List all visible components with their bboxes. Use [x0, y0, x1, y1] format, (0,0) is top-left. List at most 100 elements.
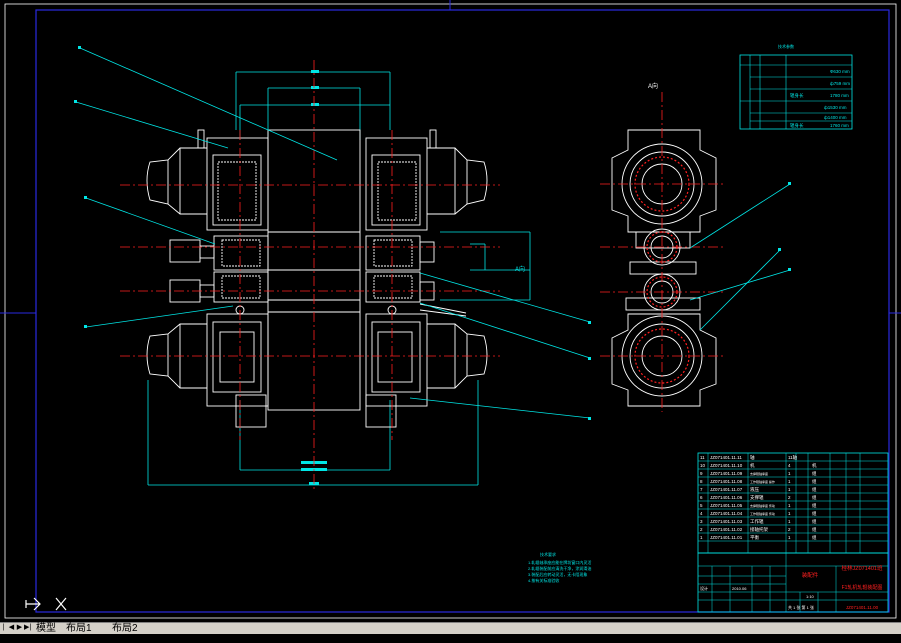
dim-mark-top-3: [311, 103, 319, 106]
school-name: 桂林JZ071401班: [842, 564, 883, 572]
bom-row-material: 组: [812, 494, 817, 500]
part-type: 装配件: [802, 571, 819, 579]
bom-table: 11 JZ071401.11.11 轴 11轴 10 JZ071401.11.1…: [697, 452, 889, 554]
tab-navigation: |◀ ◀ ▶ ▶|: [0, 623, 34, 641]
tech-table-title: 技术参数: [778, 43, 794, 49]
bom-row-qty: 1: [788, 519, 791, 524]
technical-notes: 技术要求 1.轧辊轴承座应能在牌坊窗口内灵活 2.轧辊装配前应清洗干净，涂润滑油…: [528, 551, 591, 583]
bom-row-qty: 2: [788, 527, 791, 532]
bom-row-code: JZ071401.11.11: [710, 455, 742, 460]
bom-row-no: 1: [700, 535, 703, 540]
bom-row-code: JZ071401.11.06: [710, 495, 743, 500]
cad-drawing[interactable]: A向: [0, 0, 901, 622]
bom-row-name: 液压: [750, 486, 759, 493]
drawing-canvas[interactable]: A向: [0, 0, 901, 622]
first-tab-icon[interactable]: |◀: [0, 624, 7, 641]
bom-row-material: 组: [812, 526, 817, 532]
bom-row-no: 11: [700, 455, 705, 460]
view-direction-label: A向: [515, 265, 525, 273]
bom-row-code: JZ071401.11.10: [710, 463, 743, 468]
prev-tab-icon[interactable]: ◀: [8, 624, 15, 631]
bom-row-no: 6: [700, 495, 703, 500]
bom-row-name: 接轴托架: [750, 526, 768, 533]
tech-row-3-value: 1780 mm: [830, 93, 849, 98]
scale: 1:10: [806, 594, 815, 599]
bom-row-no: 10: [700, 463, 706, 468]
bom-row-name: 支撑辊: [750, 494, 764, 501]
tab-model[interactable]: 模型: [36, 623, 56, 634]
ucs-icon: [25, 597, 67, 611]
bom-row-name: 轴: [750, 454, 755, 461]
bom-row-qty: 1: [788, 511, 791, 516]
bom-row-qty: 1: [788, 471, 791, 476]
bom-row-material: 组: [812, 486, 817, 492]
bom-row-name: 支撑辊轴承座: [750, 471, 768, 476]
tech-row-6-value: 1760 mm: [830, 123, 849, 128]
bom-row-code: JZ071401.11.09: [710, 471, 743, 476]
bom-row-material: 组: [812, 534, 817, 540]
tech-row-1-value: Ф630 mm: [830, 69, 850, 74]
bom-row-no: 3: [700, 519, 703, 524]
tab-layout2[interactable]: 布局2: [112, 623, 138, 634]
bom-row-name: 平衡: [750, 534, 759, 541]
notes-line-4: 4.按有关标准验收: [528, 577, 559, 583]
bom-row-code: JZ071401.11.03: [710, 519, 743, 524]
bom-row-name: 支撑辊轴承座 传动: [750, 503, 775, 508]
bom-row-material: 组: [812, 502, 817, 508]
tech-row-3-name: 辊身长: [790, 92, 804, 99]
title-block: 装配件 桂林JZ071401班 F1轧机轧辊装配图 JZ071401.11.00…: [697, 552, 889, 613]
bom-row-qty: 1: [788, 487, 791, 492]
drawing-name: F1轧机轧辊装配图: [842, 584, 883, 591]
notes-line-2: 2.轧辊装配前应清洗干净，涂润滑油: [528, 565, 591, 571]
sheet-count: 共 1 张 第 1 张: [788, 604, 814, 610]
bom-row-name: 工作辊轴承座 操作: [750, 479, 775, 484]
dim-mark-top-2: [311, 86, 319, 89]
notes-line-1: 1.轧辊轴承座应能在牌坊窗口内灵活: [528, 559, 591, 565]
designer: 设计: [700, 585, 708, 591]
bom-row-code: JZ071401.11.02: [710, 527, 743, 532]
tab-layout1[interactable]: 布局1: [66, 623, 92, 634]
drawing-number: JZ071401.11.00: [846, 605, 879, 610]
dim-mark-top: [311, 70, 319, 73]
bom-row-no: 2: [700, 527, 703, 532]
bom-row-code: JZ071401.11.07: [710, 487, 743, 492]
bom-row-material: 组: [812, 478, 817, 484]
bom-row-no: 9: [700, 471, 703, 476]
side-view: A向: [600, 82, 791, 412]
bom-row-name: 工作辊: [750, 518, 764, 525]
bom-row-material: 机: [812, 462, 817, 469]
bom-row-material: 组: [812, 518, 817, 524]
sheet-border: [4, 3, 897, 619]
bom-row-code: JZ071401.11.01: [710, 535, 743, 540]
tech-row-2-value: ф759 mm: [830, 81, 850, 86]
front-dimensions: [147, 71, 531, 486]
bom-row-no: 8: [700, 479, 703, 484]
notes-line-3: 3.装配后应转动灵活，无卡阻现象: [528, 571, 587, 577]
bom-row-qty: 4: [788, 463, 791, 468]
bom-row-name: 机: [750, 462, 755, 469]
drawing-frame: [35, 9, 890, 613]
bom-row-no: 7: [700, 487, 703, 492]
bom-row-code: JZ071401.11.08: [710, 479, 743, 484]
bom-row-qty: 1: [788, 479, 791, 484]
bom-row-qty: 11轴: [788, 454, 798, 461]
next-tab-icon[interactable]: ▶: [16, 624, 23, 631]
bom-row-name: 工作辊轴承座 传动: [750, 511, 775, 516]
bom-row-material: 组: [812, 510, 817, 516]
last-tab-icon[interactable]: ▶|: [24, 624, 32, 631]
date: 2010.06: [732, 586, 747, 591]
tech-row-4-value: ф1530 mm: [824, 105, 847, 110]
bom-row-qty: 1: [788, 503, 791, 508]
layout-tab-bar: |◀ ◀ ▶ ▶| 模型 布局1 布局2: [0, 622, 901, 641]
bom-row-no: 5: [700, 503, 703, 508]
side-view-label: A向: [648, 82, 658, 90]
bom-row-qty: 2: [788, 495, 791, 500]
tech-param-table: 技术参数 Ф630 mm ф759 mm 辊身长 1780 mm ф1530 m…: [739, 43, 853, 130]
notes-title: 技术要求: [540, 551, 556, 557]
bom-row-qty: 1: [788, 535, 791, 540]
bom-row-code: JZ071401.11.05: [710, 503, 743, 508]
bom-row-code: JZ071401.11.04: [710, 511, 743, 516]
bom-row-material: 组: [812, 470, 817, 476]
tech-row-6-name: 辊身长: [790, 122, 804, 129]
tech-row-5-value: ф1400 mm: [824, 115, 847, 120]
